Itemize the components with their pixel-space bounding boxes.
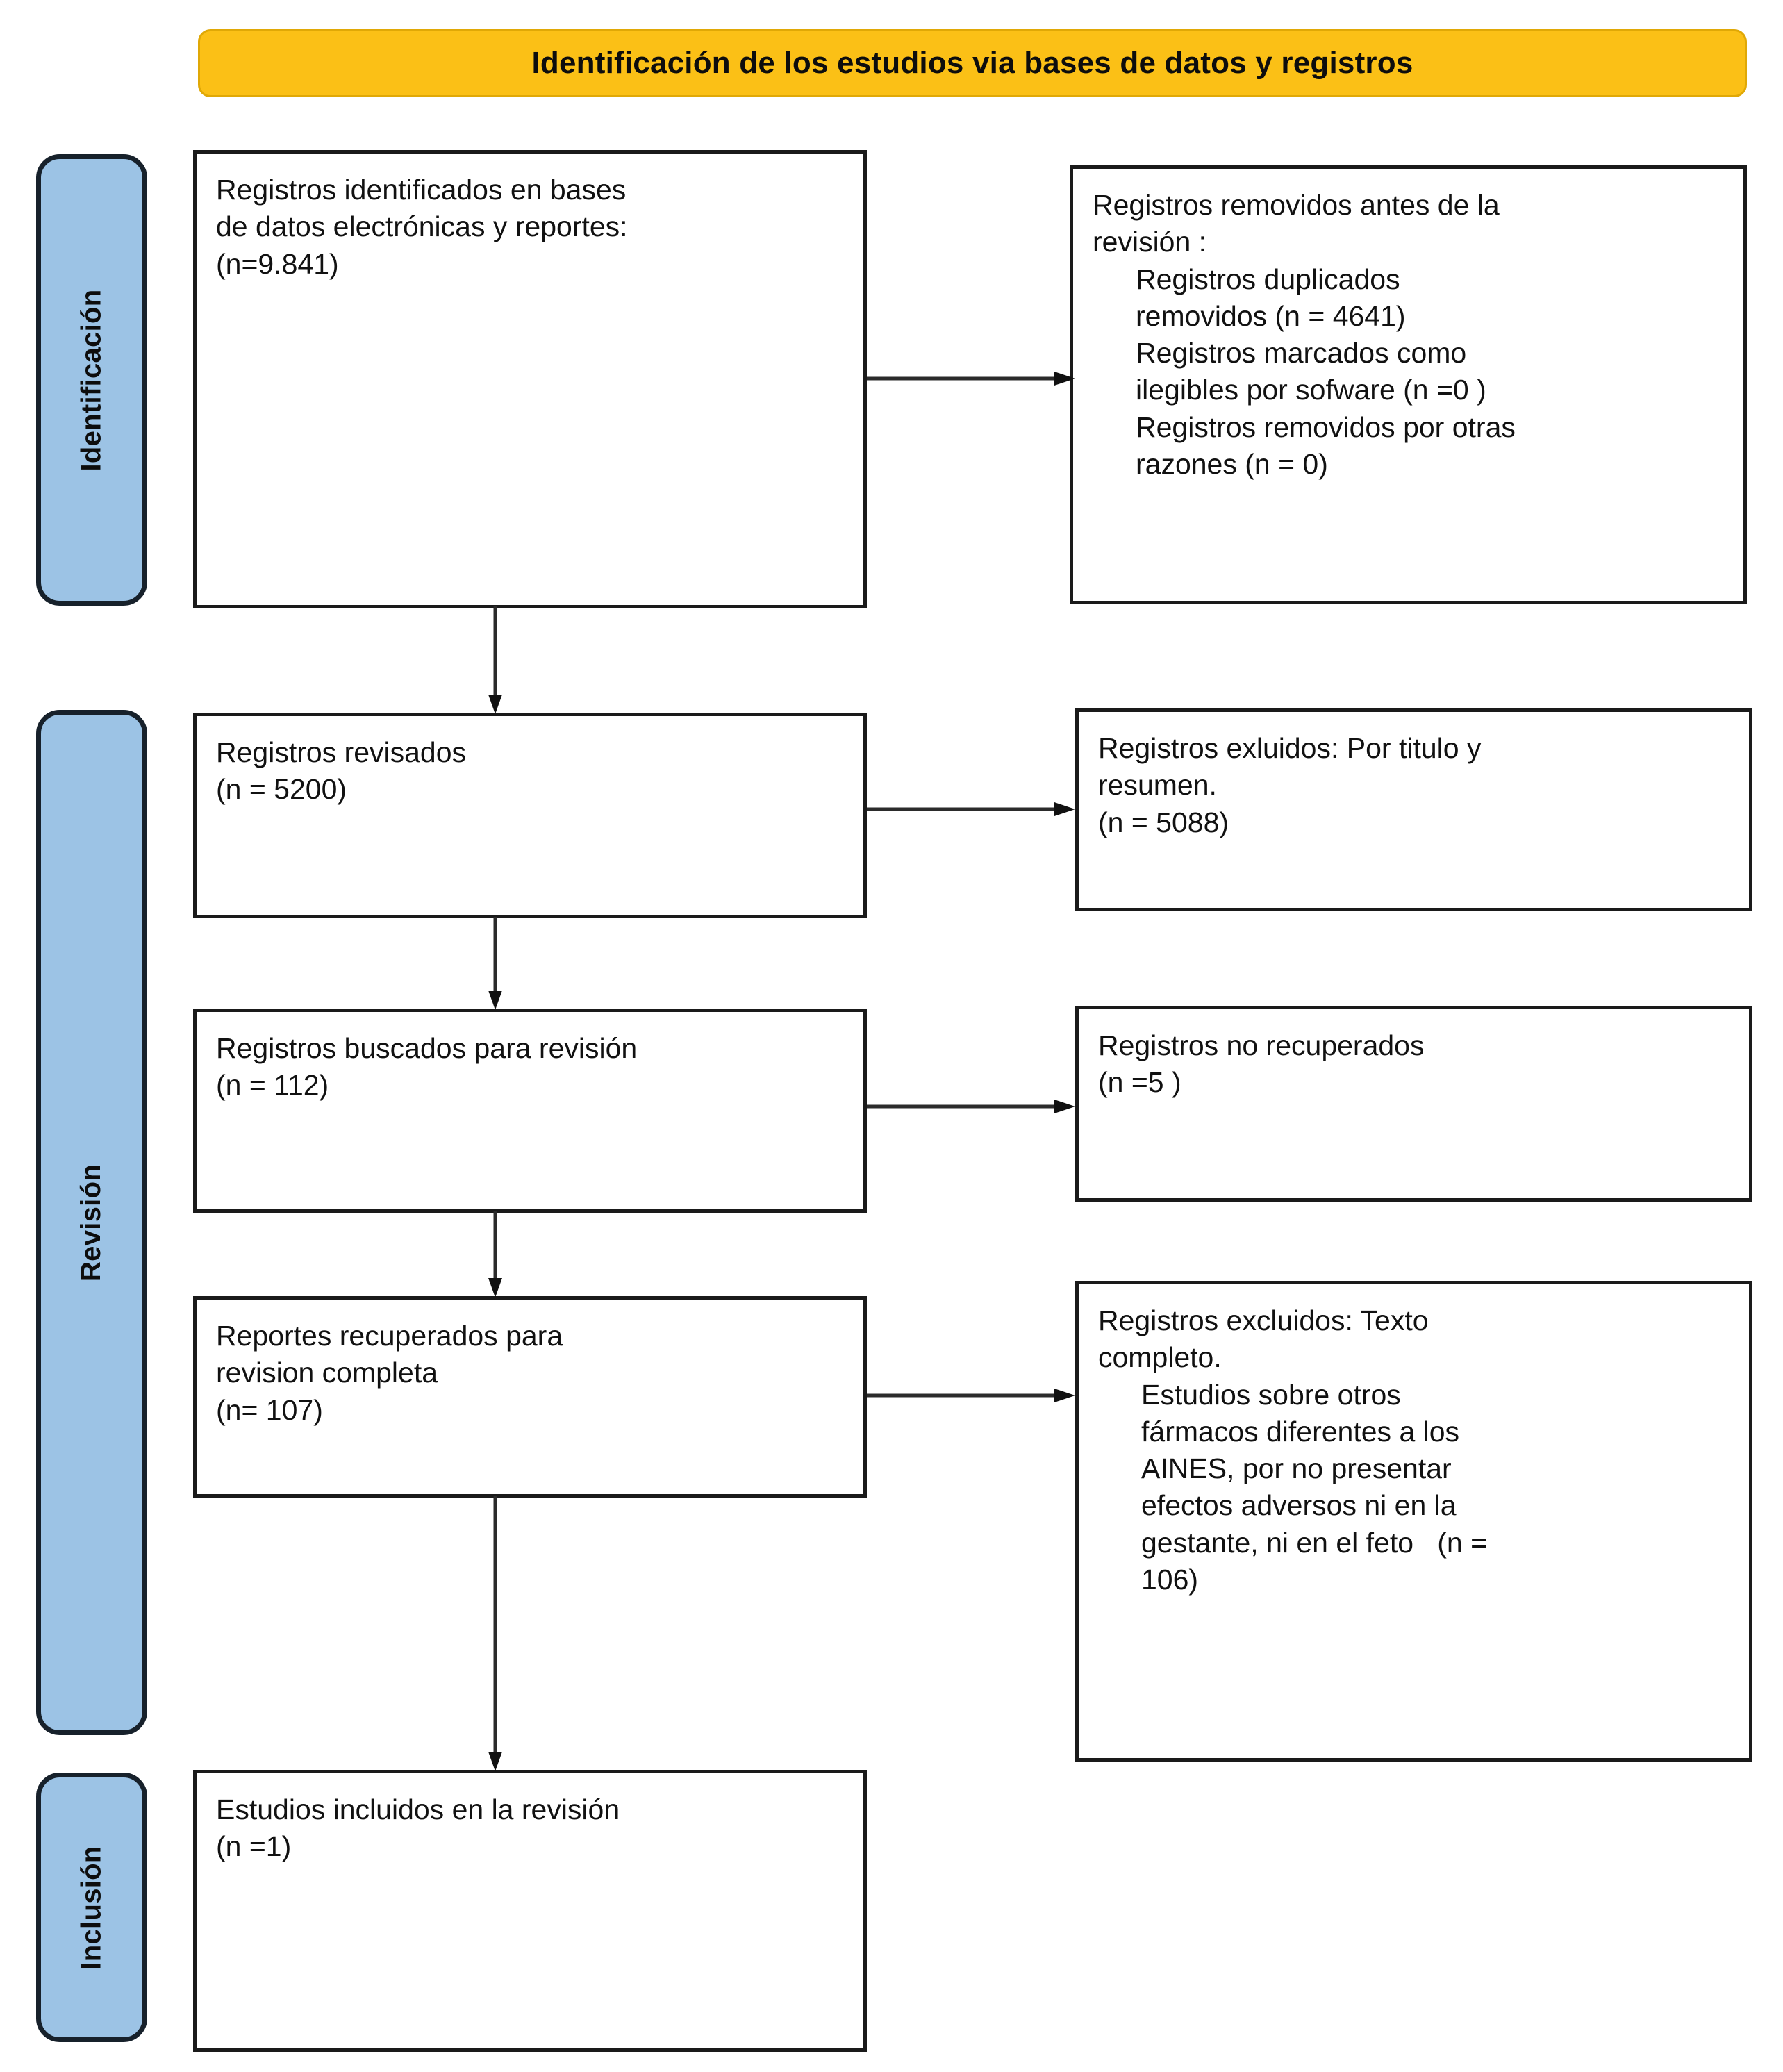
arrow-right-reportes-to-textocompleto (867, 1386, 1075, 1404)
box-registros-exluidos: Registros exluidos: Por titulo y resumen… (1075, 708, 1752, 911)
box-subline: AINES, por no presentar (1141, 1452, 1452, 1485)
stage-label-revision: Revisión (76, 1163, 107, 1282)
arrow-down-reportes-to-incluidos (486, 1496, 504, 1771)
box-line: completo. (1098, 1341, 1222, 1374)
box-registros-identificados: Registros identificados en bases de dato… (193, 150, 867, 608)
box-line: (n=9.841) (216, 247, 339, 280)
box-subline: Estudios sobre otros (1141, 1378, 1401, 1411)
stage-label-inclusion: Inclusión (76, 1845, 107, 1970)
box-line: Registros excluidos: Texto (1098, 1304, 1429, 1336)
box-subline: removidos (n = 4641) (1136, 299, 1406, 332)
box-registros-excluidos-texto-completo: Registros excluidos: Texto completo. Est… (1075, 1281, 1752, 1762)
stage-tab-revision: Revisión (36, 710, 147, 1735)
box-reportes-recuperados: Reportes recuperados para revision compl… (193, 1296, 867, 1498)
box-registros-removidos: Registros removidos antes de la revisión… (1070, 165, 1747, 604)
arrow-right-buscados-to-norecuperados (867, 1097, 1075, 1116)
box-line: Registros exluidos: Por titulo y (1098, 732, 1482, 764)
box-registros-revisados: Registros revisados (n = 5200) (193, 713, 867, 918)
stage-tab-identificacion: Identificación (36, 154, 147, 606)
arrow-down-identificados-to-revisados (486, 606, 504, 714)
box-subline: efectos adversos ni en la (1141, 1489, 1457, 1522)
box-line: Registros revisados (216, 736, 467, 768)
box-line: de datos electrónicas y reportes: (216, 210, 628, 243)
box-line: revision completa (216, 1357, 438, 1389)
arrow-down-buscados-to-reportes (486, 1211, 504, 1298)
stage-tab-inclusion: Inclusión (36, 1773, 147, 2042)
box-line: revisión : (1093, 226, 1207, 258)
box-line: Estudios incluidos en la revisión (216, 1793, 620, 1825)
box-line: Reportes recuperados para (216, 1320, 563, 1352)
arrow-down-revisados-to-buscados (486, 917, 504, 1010)
box-registros-no-recuperados: Registros no recuperados (n =5 ) (1075, 1006, 1752, 1202)
box-line: Registros buscados para revisión (216, 1032, 638, 1064)
box-line: Registros no recuperados (1098, 1029, 1425, 1061)
box-subline: 106) (1141, 1564, 1199, 1596)
diagram-title: Identificación de los estudios via bases… (531, 46, 1413, 80)
box-line: (n= 107) (216, 1393, 323, 1426)
box-subline: Registros removidos por otras (1136, 411, 1516, 443)
box-line: (n = 112) (216, 1069, 329, 1102)
box-estudios-incluidos: Estudios incluidos en la revisión (n =1) (193, 1770, 867, 2052)
arrow-right-revisados-to-exluidos (867, 800, 1075, 818)
box-subline: fármacos diferentes a los (1141, 1415, 1460, 1448)
stage-label-identificacion: Identificación (76, 288, 107, 472)
box-subline: gestante, ni en el feto (n = (1141, 1526, 1488, 1559)
diagram-header-banner: Identificación de los estudios via bases… (198, 29, 1747, 97)
box-subline: Registros marcados como (1136, 337, 1467, 370)
arrow-right-identificados-to-removidos (867, 370, 1075, 388)
box-subline: razones (n = 0) (1136, 448, 1328, 481)
box-subline: Registros duplicados (1136, 263, 1400, 295)
box-line: Registros identificados en bases (216, 174, 627, 206)
box-subline: ilegibles por sofware (n =0 ) (1136, 374, 1486, 406)
box-line: (n =1) (216, 1830, 292, 1863)
box-registros-buscados: Registros buscados para revisión (n = 11… (193, 1009, 867, 1213)
box-line: resumen. (1098, 769, 1217, 802)
box-line: (n = 5088) (1098, 806, 1229, 838)
box-line: (n = 5200) (216, 773, 347, 806)
box-line: Registros removidos antes de la (1093, 189, 1500, 221)
box-line: (n =5 ) (1098, 1066, 1181, 1099)
